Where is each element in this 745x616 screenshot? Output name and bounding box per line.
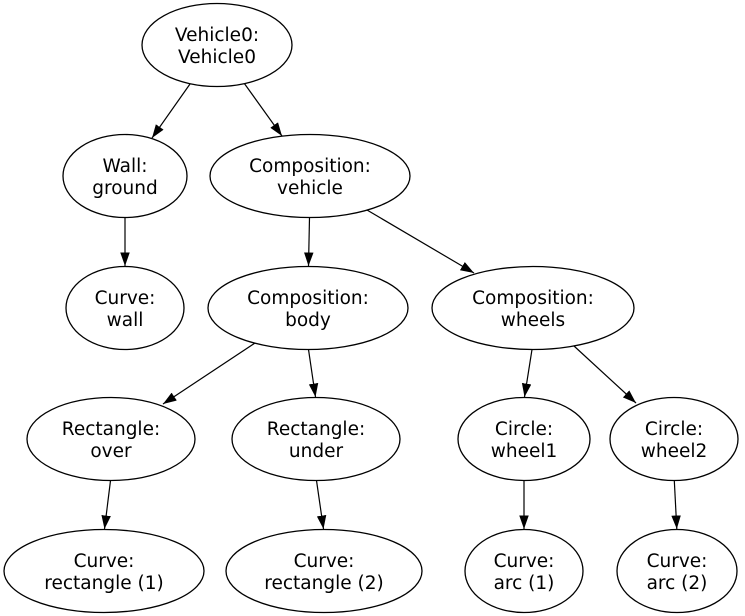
rectangle-under-label-line2: under: [289, 441, 344, 462]
vehicle0-label-line1: Vehicle0:: [175, 25, 259, 46]
vehicle0-ellipse: [141, 2, 293, 88]
node-composition-wheels: Composition:wheels: [431, 265, 635, 351]
vehicle0-label: Vehicle0:Vehicle0: [175, 25, 259, 68]
composition-body-label: Composition:body: [247, 288, 369, 331]
node-curve-wall: Curve:wall: [65, 265, 185, 351]
circle-wheel2-ellipse: [609, 396, 739, 482]
edge-composition-vehicle-composition-wheels: [366, 209, 475, 274]
node-composition-vehicle: Composition:vehicle: [209, 133, 411, 219]
rectangle-over-label-line2: over: [90, 441, 132, 462]
composition-wheels-label-line2: wheels: [501, 310, 565, 331]
circle-wheel2-label: Circle:wheel2: [641, 419, 708, 462]
curve-rectangle1-label-line2: rectangle (1): [44, 573, 163, 594]
edge-rectangle-over-curve-rectangle1: [101, 480, 112, 530]
edge-vehicle0-wall-ground: [151, 83, 191, 139]
edge-composition-wheels-circle-wheel2: [573, 345, 637, 404]
vehicle0-label-line2: Vehicle0: [178, 47, 256, 68]
curve-wall-label-line2: wall: [107, 310, 144, 331]
composition-body-ellipse: [207, 265, 409, 351]
circle-wheel1-label-line1: Circle:: [495, 419, 553, 440]
rectangle-under-label: Rectangle:under: [267, 419, 365, 462]
curve-arc1-label-line1: Curve:: [494, 551, 555, 572]
rectangle-over-label-line1: Rectangle:: [62, 419, 160, 440]
circle-wheel1-ellipse: [457, 396, 591, 482]
composition-vehicle-label: Composition:vehicle: [249, 156, 371, 199]
composition-vehicle-label-line1: Composition:: [249, 156, 371, 177]
node-curve-arc2: Curve:arc (2): [616, 528, 738, 614]
wall-ground-label: Wall:ground: [92, 156, 157, 199]
curve-rectangle2-label-line2: rectangle (2): [264, 573, 383, 594]
curve-arc1-label: Curve:arc (1): [494, 551, 555, 594]
curve-arc1-ellipse: [464, 528, 584, 614]
node-circle-wheel2: Circle:wheel2: [609, 396, 739, 482]
composition-wheels-ellipse: [431, 265, 635, 351]
node-composition-body: Composition:body: [207, 265, 409, 351]
node-curve-arc1: Curve:arc (1): [464, 528, 584, 614]
curve-arc2-label: Curve:arc (2): [647, 551, 708, 594]
curve-rectangle2-label-line1: Curve:: [294, 551, 355, 572]
composition-wheels-label-line1: Composition:: [472, 288, 594, 309]
curve-rectangle1-label: Curve:rectangle (1): [44, 551, 163, 594]
nodes-layer: Vehicle0:Vehicle0 Wall:ground Compositio…: [3, 2, 739, 614]
composition-vehicle-ellipse: [209, 133, 411, 219]
curve-rectangle1-label-line1: Curve:: [74, 551, 135, 572]
node-curve-rectangle2: Curve:rectangle (2): [225, 528, 423, 614]
curve-wall-label: Curve:wall: [95, 288, 156, 331]
edge-composition-vehicle-composition-body: [304, 217, 314, 267]
curve-arc2-ellipse: [616, 528, 738, 614]
edges-layer: [101, 82, 681, 530]
edge-composition-body-rectangle-over: [162, 342, 256, 405]
edge-circle-wheel2-curve-arc2: [671, 480, 681, 530]
curve-arc1-label-line2: arc (1): [494, 573, 555, 594]
rectangle-under-label-line1: Rectangle:: [267, 419, 365, 440]
node-rectangle-under: Rectangle:under: [231, 396, 401, 482]
edge-composition-body-rectangle-under: [307, 349, 319, 398]
circle-wheel1-label: Circle:wheel1: [491, 419, 558, 462]
node-curve-rectangle1: Curve:rectangle (1): [3, 528, 205, 614]
circle-wheel1-label-line2: wheel1: [491, 441, 558, 462]
edge-vehicle0-composition-vehicle: [243, 82, 283, 137]
rectangle-over-label: Rectangle:over: [62, 419, 160, 462]
composition-body-label-line2: body: [285, 310, 331, 331]
node-circle-wheel1: Circle:wheel1: [457, 396, 591, 482]
rectangle-over-ellipse: [26, 396, 196, 482]
curve-rectangle2-ellipse: [225, 528, 423, 614]
circle-wheel2-label-line2: wheel2: [641, 441, 708, 462]
wall-ground-ellipse: [62, 133, 188, 219]
composition-vehicle-label-line2: vehicle: [277, 178, 343, 199]
curve-arc2-label-line2: arc (2): [647, 573, 708, 594]
node-vehicle0: Vehicle0:Vehicle0: [141, 2, 293, 88]
node-wall-ground: Wall:ground: [62, 133, 188, 219]
rectangle-under-ellipse: [231, 396, 401, 482]
edge-rectangle-under-curve-rectangle2: [315, 480, 327, 530]
circle-wheel2-label-line1: Circle:: [645, 419, 703, 440]
wall-ground-label-line1: Wall:: [103, 156, 148, 177]
curve-wall-label-line1: Curve:: [95, 288, 156, 309]
curve-rectangle1-ellipse: [3, 528, 205, 614]
edge-composition-wheels-circle-wheel1: [521, 349, 533, 398]
composition-body-label-line1: Composition:: [247, 288, 369, 309]
curve-wall-ellipse: [65, 265, 185, 351]
curve-arc2-label-line1: Curve:: [647, 551, 708, 572]
curve-rectangle2-label: Curve:rectangle (2): [264, 551, 383, 594]
node-rectangle-over: Rectangle:over: [26, 396, 196, 482]
wall-ground-label-line2: ground: [92, 178, 157, 199]
composition-wheels-label: Composition:wheels: [472, 288, 594, 331]
